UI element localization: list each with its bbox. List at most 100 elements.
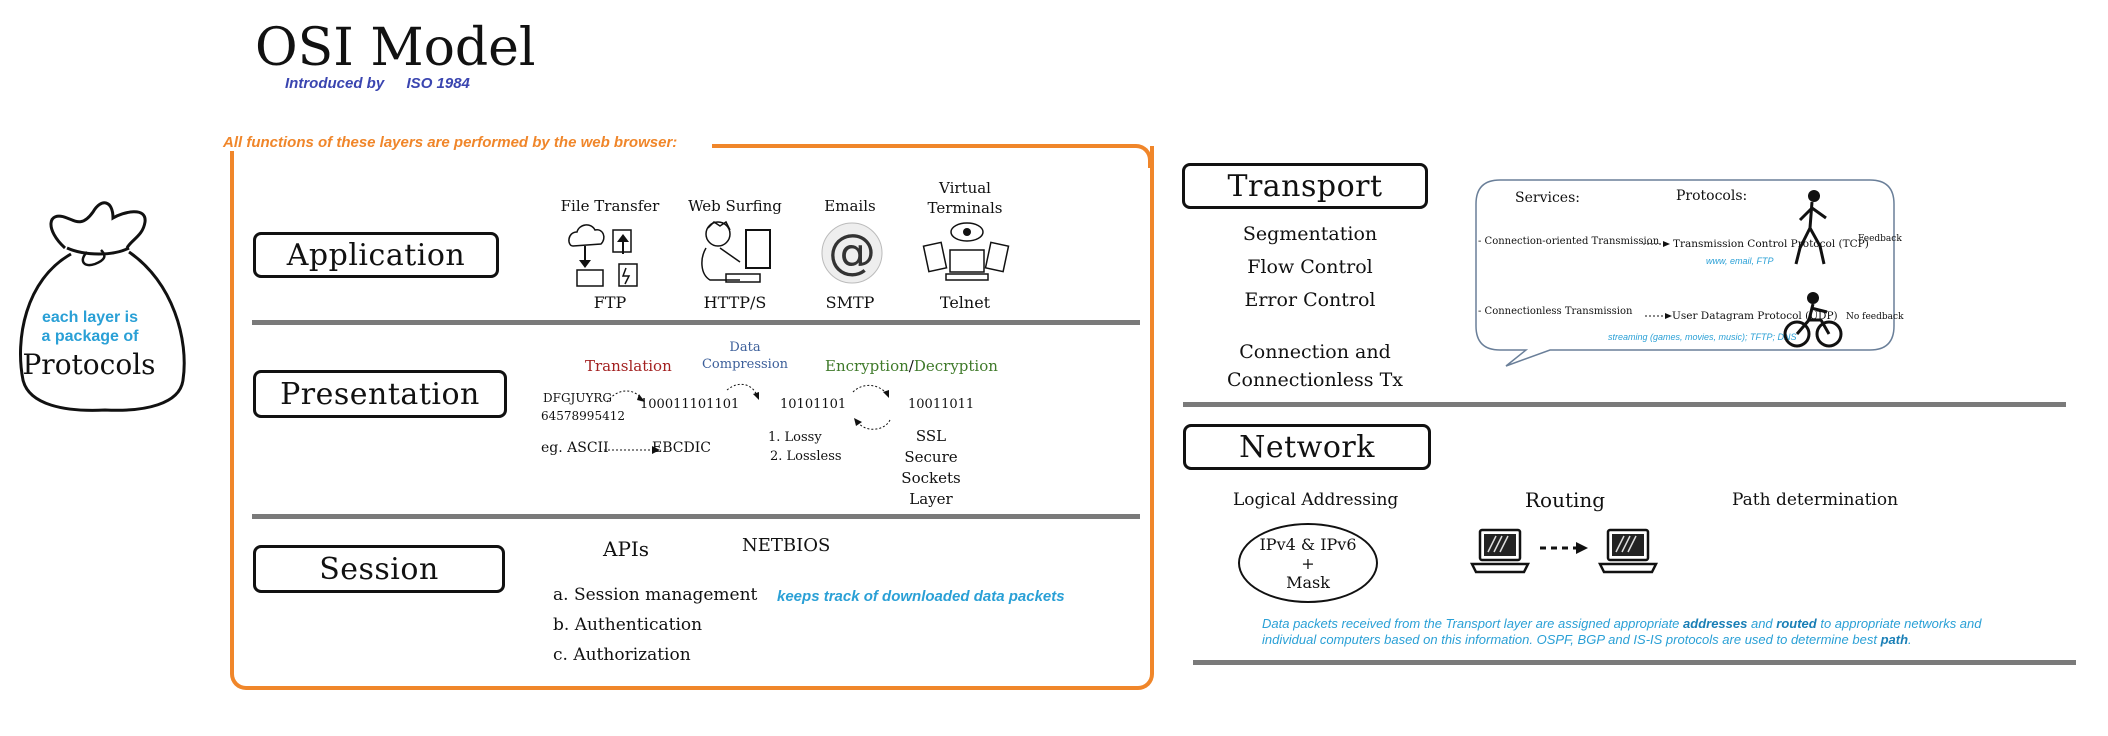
browser-frame-top-right xyxy=(712,144,1152,168)
sample-text: DFGJUYRG xyxy=(543,391,612,405)
net-desc-4: individual computers based on this infor… xyxy=(1262,632,1881,647)
subtitle-introduced: Introduced by xyxy=(285,75,385,92)
bag-line2: a package of xyxy=(41,328,139,345)
transport-layer-box: Transport xyxy=(1182,163,1428,209)
email-at-icon: @ xyxy=(821,222,883,284)
bubble-row1-arrow xyxy=(1643,241,1670,247)
protocol-ftp: FTP xyxy=(593,293,627,312)
bubble-row2-protocol: User Datagram Protocol (UDP) xyxy=(1672,310,1838,322)
encryption-word: Encryption xyxy=(825,357,909,375)
protocol-https: HTTP/S xyxy=(703,293,767,312)
vt-line1: Virtual xyxy=(939,179,991,197)
bubble-row2-arrow xyxy=(1645,313,1672,319)
routing-label: Routing xyxy=(1525,488,1606,512)
transport-conn-line1: Connection and xyxy=(1239,341,1391,363)
protocol-telnet: Telnet xyxy=(939,293,991,312)
session-item-1: a. Session management xyxy=(553,585,758,605)
net-desc-addresses: addresses xyxy=(1683,616,1748,631)
browser-frame xyxy=(230,146,1154,690)
binary-1: 100011101101 xyxy=(640,397,740,412)
transport-functions: Segmentation Flow Control Error Control xyxy=(1215,218,1405,317)
divider-app-pres xyxy=(252,320,1140,325)
binary-3: 10011011 xyxy=(908,397,975,412)
session-item-2: b. Authentication xyxy=(553,615,703,635)
net-desc-routed: routed xyxy=(1776,616,1817,631)
lossless-label: 2. Lossless xyxy=(770,449,842,464)
ssl-line1: SSL xyxy=(915,427,947,445)
ssl-line3: Sockets xyxy=(901,469,961,487)
ascii-arrow xyxy=(604,446,660,454)
service-web-surfing: Web Surfing xyxy=(688,197,782,215)
transport-speech-bubble xyxy=(1475,179,1895,367)
network-label: Network xyxy=(1239,429,1375,465)
presentation-layer-box: Presentation xyxy=(253,370,507,418)
application-layer-box: Application xyxy=(253,232,499,278)
net-desc-1: Data packets received from the Transport… xyxy=(1262,616,1684,631)
transport-function-3: Error Control xyxy=(1244,289,1376,311)
ip-line3: Mask xyxy=(1286,572,1330,592)
path-determination-label: Path determination xyxy=(1732,490,1899,510)
bubble-row1-examples: www, email, FTP xyxy=(1706,256,1774,266)
encryption-slash: / xyxy=(908,357,914,375)
session-label: Session xyxy=(319,551,439,587)
presentation-label: Presentation xyxy=(280,376,480,412)
encryption-label: Encryption/Decryption xyxy=(825,357,998,375)
application-label: Application xyxy=(286,237,466,273)
bag-protocols: Protocols xyxy=(22,348,156,381)
session-layer-box: Session xyxy=(253,545,505,593)
subtitle: Introduced by ISO 1984 xyxy=(285,75,470,92)
protocol-smtp: SMTP xyxy=(825,293,875,312)
divider-pres-session xyxy=(252,514,1140,519)
compression-line1: Data xyxy=(729,340,761,355)
decryption-arrow xyxy=(854,418,891,430)
laptop-source-icon xyxy=(1470,528,1530,574)
ssl-line4: Layer xyxy=(909,490,953,508)
ip-line2: + xyxy=(1301,553,1315,573)
file-transfer-icon xyxy=(568,224,638,287)
translation-label: Translation xyxy=(585,357,672,375)
divider-network-bottom xyxy=(1193,660,2076,665)
bubble-row2-service: - Connectionless Transmission xyxy=(1478,306,1633,317)
session-item-3: c. Authorization xyxy=(553,645,691,665)
decryption-word: Decryption xyxy=(913,357,998,375)
cyclist-icon xyxy=(1783,292,1843,348)
bag-text: each layer is a package of xyxy=(20,308,160,346)
net-desc-path: path xyxy=(1880,632,1909,647)
service-emails: Emails xyxy=(824,197,876,215)
apis-label: APIs xyxy=(603,537,650,561)
transport-conn-line2: Connectionless Tx xyxy=(1227,369,1403,391)
transport-label: Transport xyxy=(1227,168,1383,204)
service-virtual-terminals: Virtual Terminals xyxy=(915,178,1015,218)
lossy-label: 1. Lossy xyxy=(768,430,822,445)
bubble-row2-examples: streaming (games, movies, music); TFTP; … xyxy=(1608,332,1797,342)
logical-addressing-label: Logical Addressing xyxy=(1233,490,1399,510)
net-desc-2: and xyxy=(1747,616,1777,631)
protocol-bag-icon xyxy=(19,201,186,412)
vt-line2: Terminals xyxy=(927,199,1003,217)
subtitle-iso: ISO 1984 xyxy=(406,75,470,92)
laptop-destination-icon xyxy=(1598,528,1658,574)
ssl-line2: Secure xyxy=(904,448,958,466)
svg-text:@: @ xyxy=(828,224,876,280)
network-description: Data packets received from the Transport… xyxy=(1262,616,2052,648)
bubble-protocols-header: Protocols: xyxy=(1676,188,1748,204)
bubble-row2-tag: No feedback xyxy=(1846,312,1904,322)
network-layer-box: Network xyxy=(1183,424,1431,470)
routing-arrow xyxy=(1540,542,1588,554)
ip-line1: IPv4 & IPv6 xyxy=(1259,534,1357,554)
ssl-block: SSL Secure Sockets Layer xyxy=(895,426,967,510)
ip-ellipse: IPv4 & IPv6 + Mask xyxy=(1238,523,1378,603)
compression-line2: Compression xyxy=(701,357,789,372)
sample-number: 64578995412 xyxy=(541,409,625,423)
netbios-label: NETBIOS xyxy=(742,535,831,556)
service-file-transfer: File Transfer xyxy=(560,197,660,215)
ascii-label: eg. ASCII xyxy=(541,440,609,456)
browser-note: All functions of these layers are perfor… xyxy=(223,134,684,151)
bubble-row1-tag: Feedback xyxy=(1858,234,1902,244)
transport-function-2: Flow Control xyxy=(1247,256,1373,278)
transport-function-1: Segmentation xyxy=(1242,223,1378,245)
session-note: keeps track of downloaded data packets xyxy=(777,588,1065,605)
binary-2: 10101101 xyxy=(780,397,847,412)
transport-connection: Connection and Connectionless Tx xyxy=(1200,338,1430,394)
compression-label: Data Compression xyxy=(700,339,790,373)
